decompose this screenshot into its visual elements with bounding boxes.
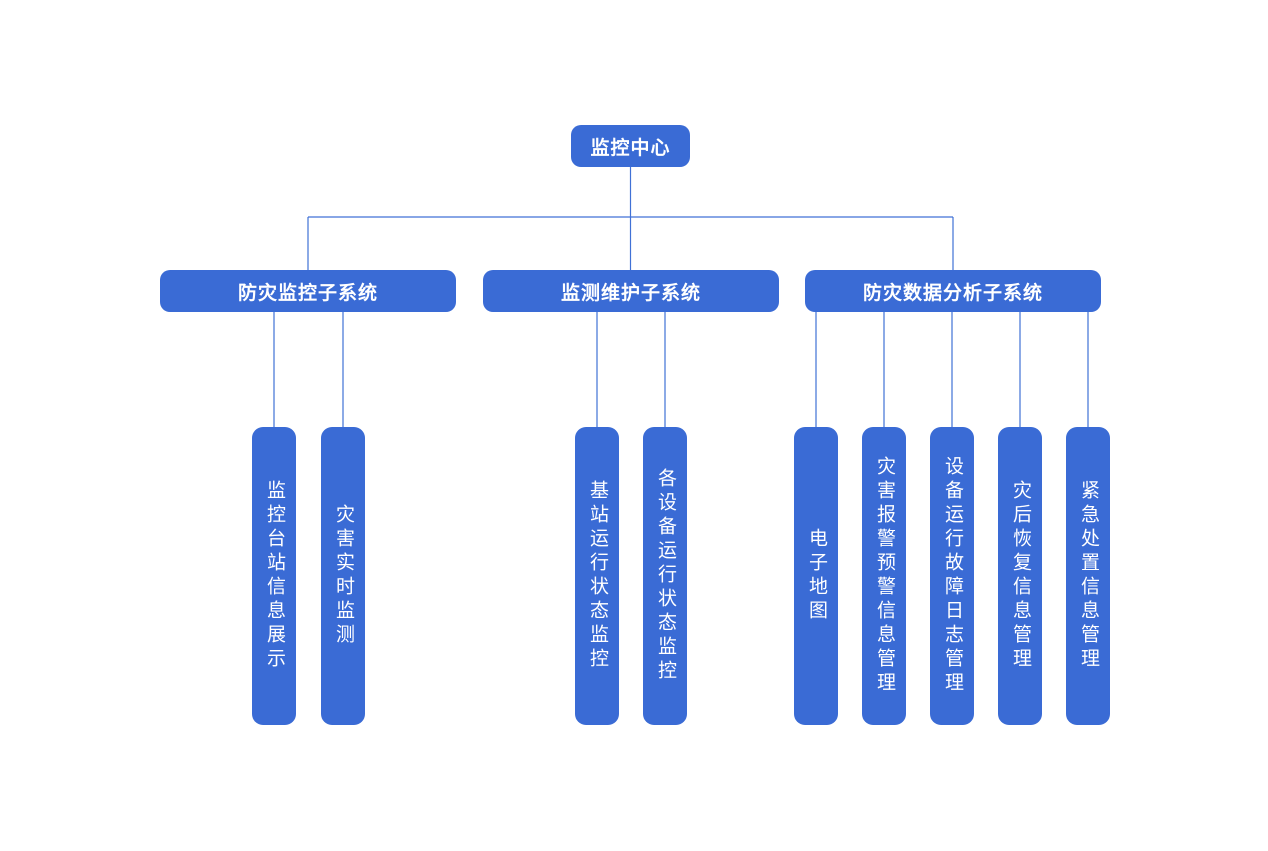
node-leaf-2-2: 各设备运行状态监控 (643, 427, 687, 725)
leaf-label: 电子地图 (806, 528, 827, 624)
node-leaf-1-1: 监控台站信息展示 (252, 427, 296, 725)
node-subsystem-1: 防灾监控子系统 (160, 270, 456, 312)
node-leaf-3-5: 紧急处置信息管理 (1066, 427, 1110, 725)
node-leaf-3-3: 设备运行故障日志管理 (930, 427, 974, 725)
node-subsystem-3: 防灾数据分析子系统 (805, 270, 1101, 312)
leaf-label: 各设备运行状态监控 (655, 468, 676, 684)
node-leaf-3-1: 电子地图 (794, 427, 838, 725)
leaf-label: 灾害实时监测 (333, 504, 354, 648)
leaf-label: 灾后恢复信息管理 (1010, 480, 1031, 672)
node-root: 监控中心 (571, 125, 690, 167)
node-subsystem-2: 监测维护子系统 (483, 270, 779, 312)
node-leaf-3-2: 灾害报警预警信息管理 (862, 427, 906, 725)
node-leaf-1-2: 灾害实时监测 (321, 427, 365, 725)
leaf-label: 灾害报警预警信息管理 (874, 456, 895, 696)
leaf-label: 监控台站信息展示 (264, 480, 285, 672)
leaf-label: 设备运行故障日志管理 (942, 456, 963, 696)
node-leaf-3-4: 灾后恢复信息管理 (998, 427, 1042, 725)
node-leaf-2-1: 基站运行状态监控 (575, 427, 619, 725)
leaf-label: 紧急处置信息管理 (1078, 480, 1099, 672)
leaf-label: 基站运行状态监控 (587, 480, 608, 672)
